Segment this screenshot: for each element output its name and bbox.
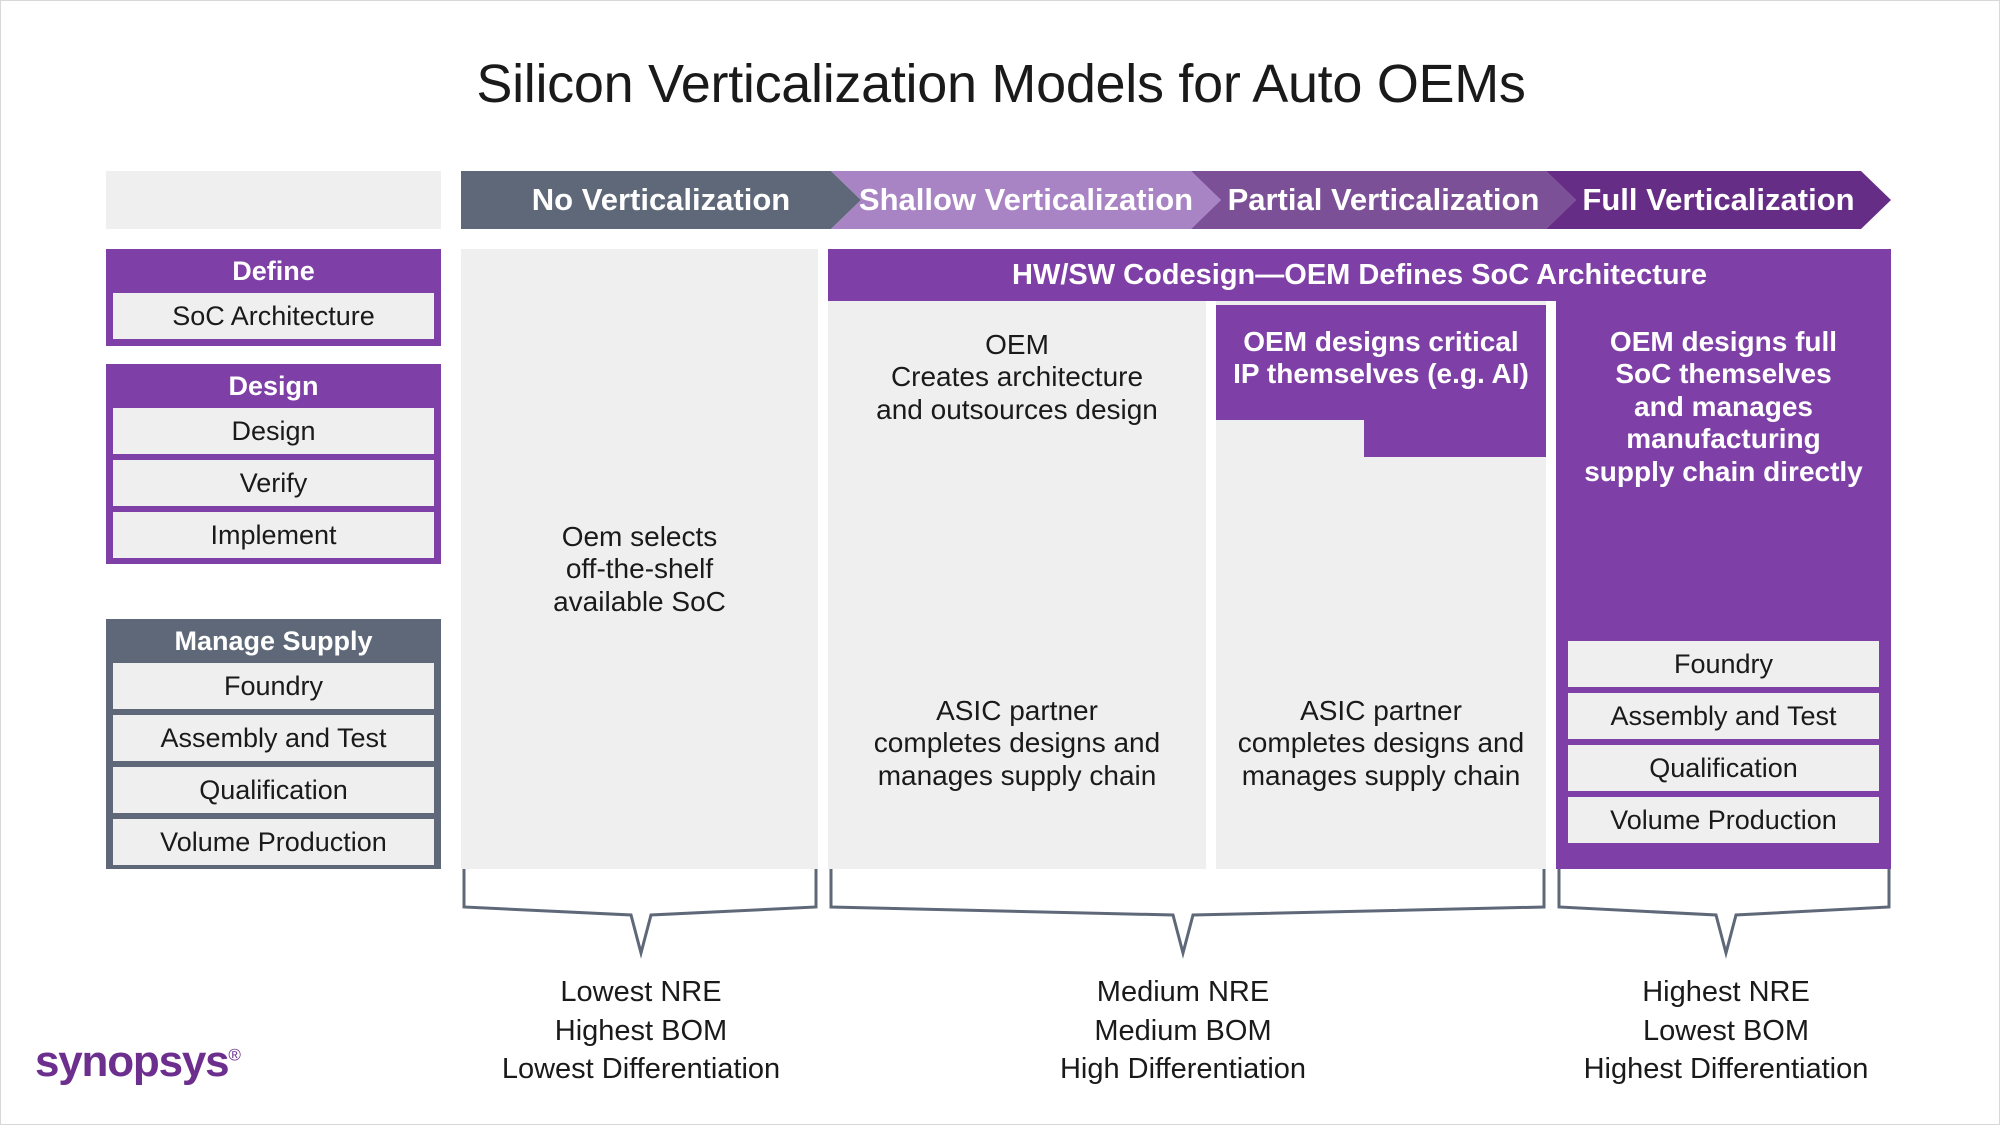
full-box-qualification[interactable]: Qualification: [1568, 745, 1879, 791]
page-title: Silicon Verticalization Models for Auto …: [476, 54, 1526, 114]
partial-bottom-text: ASIC partner completes designs and manag…: [1237, 695, 1525, 791]
sidebar-group-define: Define SoC Architecture: [106, 249, 441, 346]
sidebar-item-volume-production[interactable]: Volume Production: [113, 819, 434, 865]
sidebar-item-assembly-and-test[interactable]: Assembly and Test: [113, 715, 434, 761]
column-shallow-verticalization: [828, 249, 1206, 869]
shallow-top-text: OEM Creates architecture and outsources …: [876, 329, 1158, 425]
sidebar-group-heading: Manage Supply: [174, 625, 373, 656]
codesign-banner: HW/SW Codesign—OEM Defines SoC Architect…: [828, 249, 1891, 301]
stage-label: Partial Verticalization: [1227, 182, 1540, 217]
stage-chevron-shallow-verticalization[interactable]: Shallow Verticalization: [831, 171, 1221, 229]
logo-wordmark: synopsys: [35, 1037, 230, 1086]
sidebar-item-foundry[interactable]: Foundry: [113, 663, 434, 709]
sidebar-item-soc-architecture[interactable]: SoC Architecture: [113, 293, 434, 339]
registered-trademark-icon: ®: [228, 1045, 241, 1065]
stage-label: Full Verticalization: [1582, 182, 1855, 217]
sidebar-group-heading: Define: [232, 255, 315, 286]
summary-shallow-partial: Medium NRE Medium BOM High Differentiati…: [1059, 976, 1307, 1086]
sidebar-group-manage-supply: Manage Supply Foundry Assembly and Test …: [106, 619, 441, 869]
full-box-assembly-and-test[interactable]: Assembly and Test: [1568, 693, 1879, 739]
full-supply-box-list: Foundry Assembly and Test Qualification …: [1556, 641, 1891, 843]
sidebar-item-design[interactable]: Design: [113, 408, 434, 454]
partial-highlight-block: [1216, 305, 1546, 420]
sidebar-item-implement[interactable]: Implement: [113, 512, 434, 558]
full-highlight-text: OEM designs full SoC themselves and mana…: [1584, 326, 1863, 487]
shallow-bottom-text: ASIC partner completes designs and manag…: [873, 695, 1161, 791]
header-empty-cell: [106, 171, 441, 229]
column-no-verticalization: [461, 249, 818, 869]
summary-full-verticalization: Highest NRE Lowest BOM Highest Different…: [1583, 976, 1869, 1086]
partial-highlight-text: OEM designs critical IP themselves (e.g.…: [1233, 326, 1529, 390]
partial-highlight-step: [1364, 420, 1546, 457]
stage-label: Shallow Verticalization: [858, 182, 1194, 217]
full-box-foundry[interactable]: Foundry: [1568, 641, 1879, 687]
sidebar-group-design: Design Design Verify Implement: [106, 364, 441, 564]
summary-braces: [462, 869, 1891, 959]
full-box-volume-production[interactable]: Volume Production: [1568, 797, 1879, 843]
stage-chevron-full-verticalization[interactable]: Full Verticalization: [1546, 171, 1891, 229]
stage-chevron-no-verticalization[interactable]: No Verticalization: [461, 171, 861, 229]
stage-label: No Verticalization: [531, 182, 791, 217]
sidebar-item-qualification[interactable]: Qualification: [113, 767, 434, 813]
no-verticalization-body: Oem selects off-the-shelf available SoC: [553, 521, 726, 617]
stage-chevron-partial-verticalization[interactable]: Partial Verticalization: [1191, 171, 1576, 229]
summary-no-verticalization: Lowest NRE Highest BOM Lowest Differenti…: [501, 976, 781, 1086]
sidebar-item-verify[interactable]: Verify: [113, 460, 434, 506]
codesign-banner-label: HW/SW Codesign—OEM Defines SoC Architect…: [1012, 258, 1707, 291]
sidebar-group-heading: Design: [228, 370, 319, 401]
synopsys-logo: synopsys®: [35, 1037, 241, 1087]
